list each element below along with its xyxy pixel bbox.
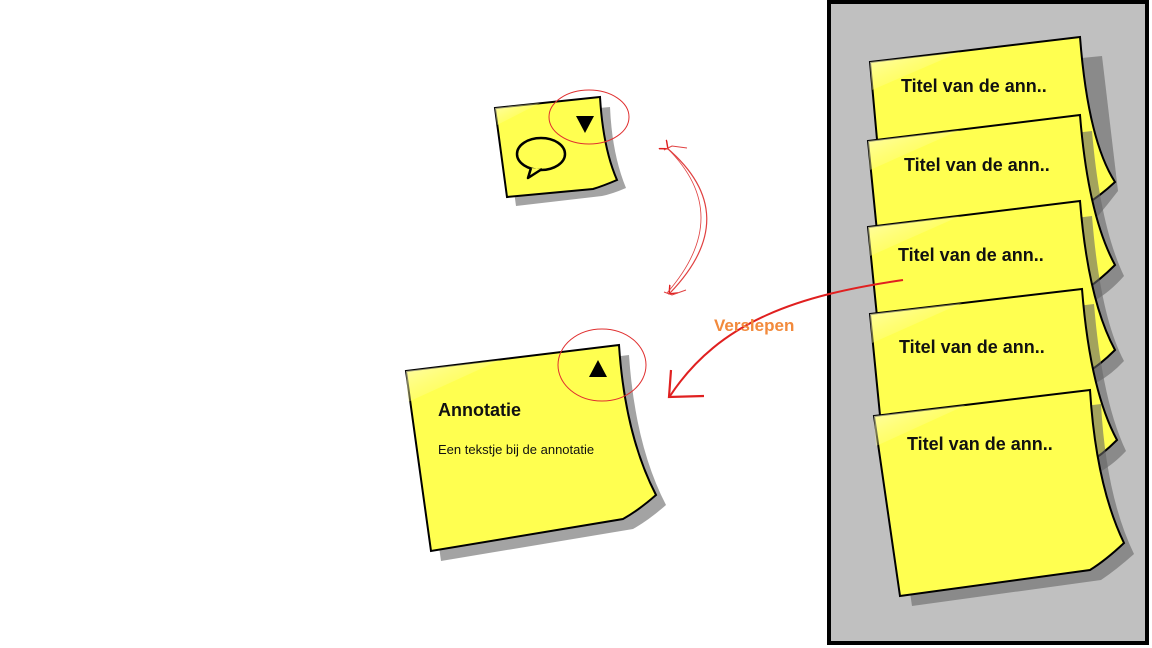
toggle-highlight-circle-bottom bbox=[557, 328, 647, 402]
toggle-highlight-circle-top bbox=[548, 89, 630, 145]
expanded-note-body: Een tekstje bij de annotatie bbox=[438, 442, 595, 457]
drag-label: Verslepen bbox=[714, 316, 795, 335]
panel-note-title-4: Titel van de ann.. bbox=[899, 337, 1045, 357]
toggle-double-arrow bbox=[667, 148, 708, 293]
collapsed-note[interactable] bbox=[493, 95, 626, 206]
expanded-note[interactable] bbox=[404, 343, 666, 561]
panel-note-5[interactable] bbox=[872, 388, 1134, 606]
drag-arrow bbox=[667, 279, 904, 399]
panel-note-title-5: Titel van de ann.. bbox=[907, 434, 1053, 454]
triangle-up-icon[interactable] bbox=[589, 360, 607, 377]
panel-note-title-3: Titel van de ann.. bbox=[898, 245, 1044, 265]
expanded-note-title: Annotatie bbox=[438, 400, 521, 420]
panel-note-title-2: Titel van de ann.. bbox=[904, 155, 1050, 175]
panel-note-title-1: Titel van de ann.. bbox=[901, 76, 1047, 96]
triangle-down-icon[interactable] bbox=[576, 116, 594, 133]
speech-bubble-icon bbox=[515, 136, 567, 180]
